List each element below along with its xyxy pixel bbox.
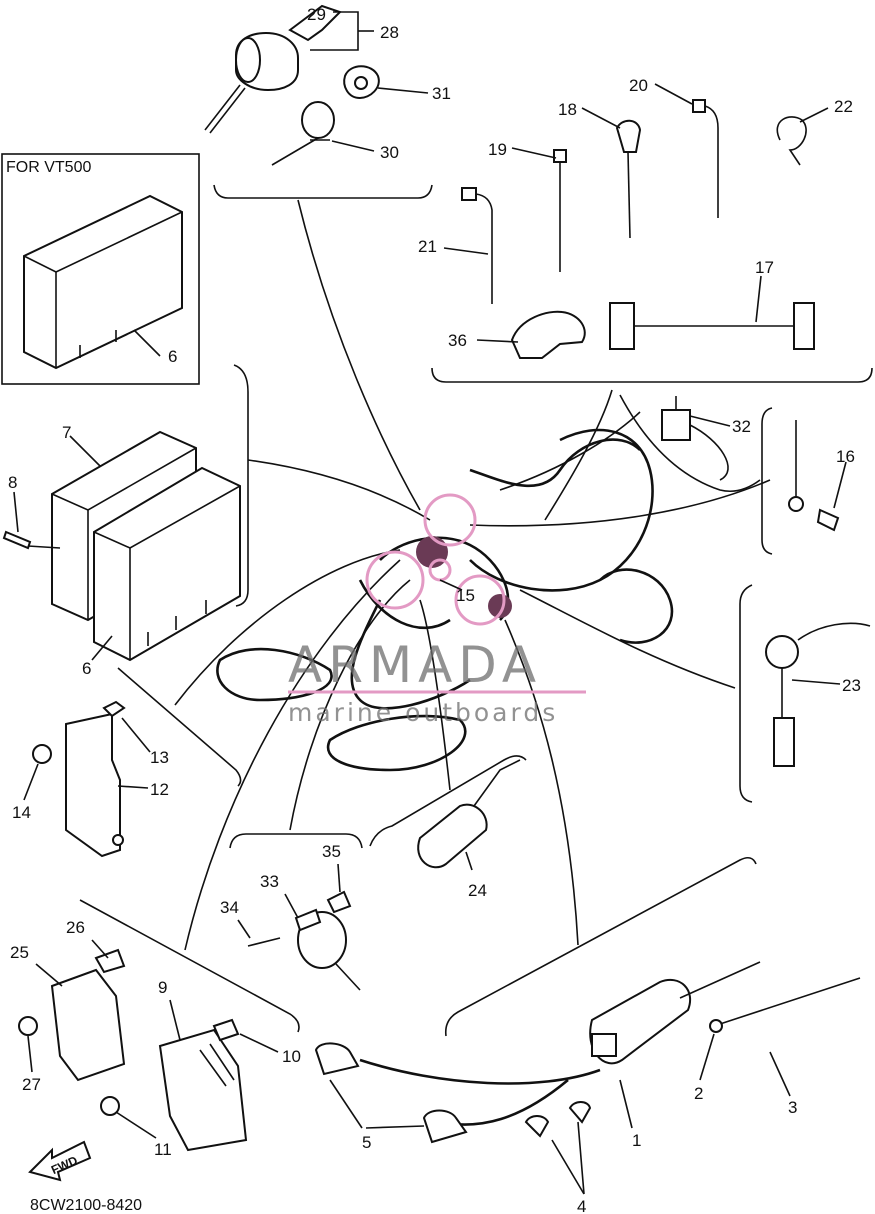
callout-31: 31: [432, 84, 451, 103]
callout-24: 24: [468, 881, 487, 900]
callout-9: 9: [158, 978, 167, 997]
inset-label: FOR VT500: [6, 159, 91, 176]
callout-5: 5: [362, 1133, 371, 1152]
watermark-line1: ARMADA: [288, 636, 542, 694]
callout-13: 13: [150, 748, 169, 767]
callout-6: 6: [82, 659, 91, 678]
callout-14: 14: [12, 803, 31, 822]
callout-1: 1: [632, 1131, 641, 1150]
wiring-lines: [174, 199, 771, 951]
rectifier-bracket: [32, 700, 126, 858]
callout-4: 4: [577, 1197, 586, 1214]
callout-29: 29: [307, 5, 326, 24]
drawing-code: 8CW2100-8420: [30, 1197, 142, 1214]
callout-10: 10: [282, 1047, 301, 1066]
callout-17: 17: [755, 258, 774, 277]
group-brackets: [79, 184, 873, 1037]
callout-33: 33: [260, 872, 279, 891]
callout-35: 35: [322, 842, 341, 861]
callout-7: 7: [62, 423, 71, 442]
watermark-mark: [365, 493, 506, 626]
vt500-inset: [1, 153, 200, 385]
callout-18: 18: [558, 100, 577, 119]
cdi-units: [2, 430, 241, 662]
main-switch: [204, 4, 342, 134]
callout-22: 22: [834, 97, 853, 116]
switch-nut: [343, 65, 380, 100]
callout-26: 26: [66, 918, 85, 937]
callout-3: 3: [788, 1098, 797, 1117]
callout-34: 34: [220, 898, 239, 917]
callout-21: 21: [418, 237, 437, 256]
regulators: [18, 948, 248, 1152]
leader-lines: [13, 11, 847, 1195]
callout-15: 15: [456, 586, 475, 605]
callout-36: 36: [448, 331, 467, 350]
wire-harness: [358, 536, 512, 630]
callout-19: 19: [488, 140, 507, 159]
callout-12: 12: [150, 780, 169, 799]
callout-30: 30: [380, 143, 399, 162]
callout-32: 32: [732, 417, 751, 436]
callout-27: 27: [22, 1075, 41, 1094]
callout-28: 28: [380, 23, 399, 42]
callout-25: 25: [10, 943, 29, 962]
ignition-coil: [314, 961, 861, 1144]
fwd-arrow: FWD: [28, 1140, 92, 1182]
callout-6-inset: 6: [168, 347, 177, 366]
stop-switch: [271, 101, 335, 166]
thermo-switch: [247, 890, 361, 991]
callout-20: 20: [629, 76, 648, 95]
callout-8: 8: [8, 473, 17, 492]
watermark-line2: marine outboards: [288, 698, 558, 727]
callout-23: 23: [842, 676, 861, 695]
condenser: [417, 759, 521, 869]
neutral-switch: [661, 396, 729, 481]
callout-numbers: 29 28 31 30 20 18 19 22 21 17 36 FOR VT5…: [6, 5, 861, 1214]
watermark: ARMADA marine outboards: [288, 636, 586, 727]
callout-11: 11: [154, 1140, 172, 1159]
engine-outline: [216, 394, 761, 772]
oil-sensor: [765, 622, 871, 767]
callout-16: 16: [836, 447, 855, 466]
ground-lead: [788, 420, 840, 532]
callout-2: 2: [694, 1084, 703, 1103]
clip-and-bands: [461, 99, 815, 359]
